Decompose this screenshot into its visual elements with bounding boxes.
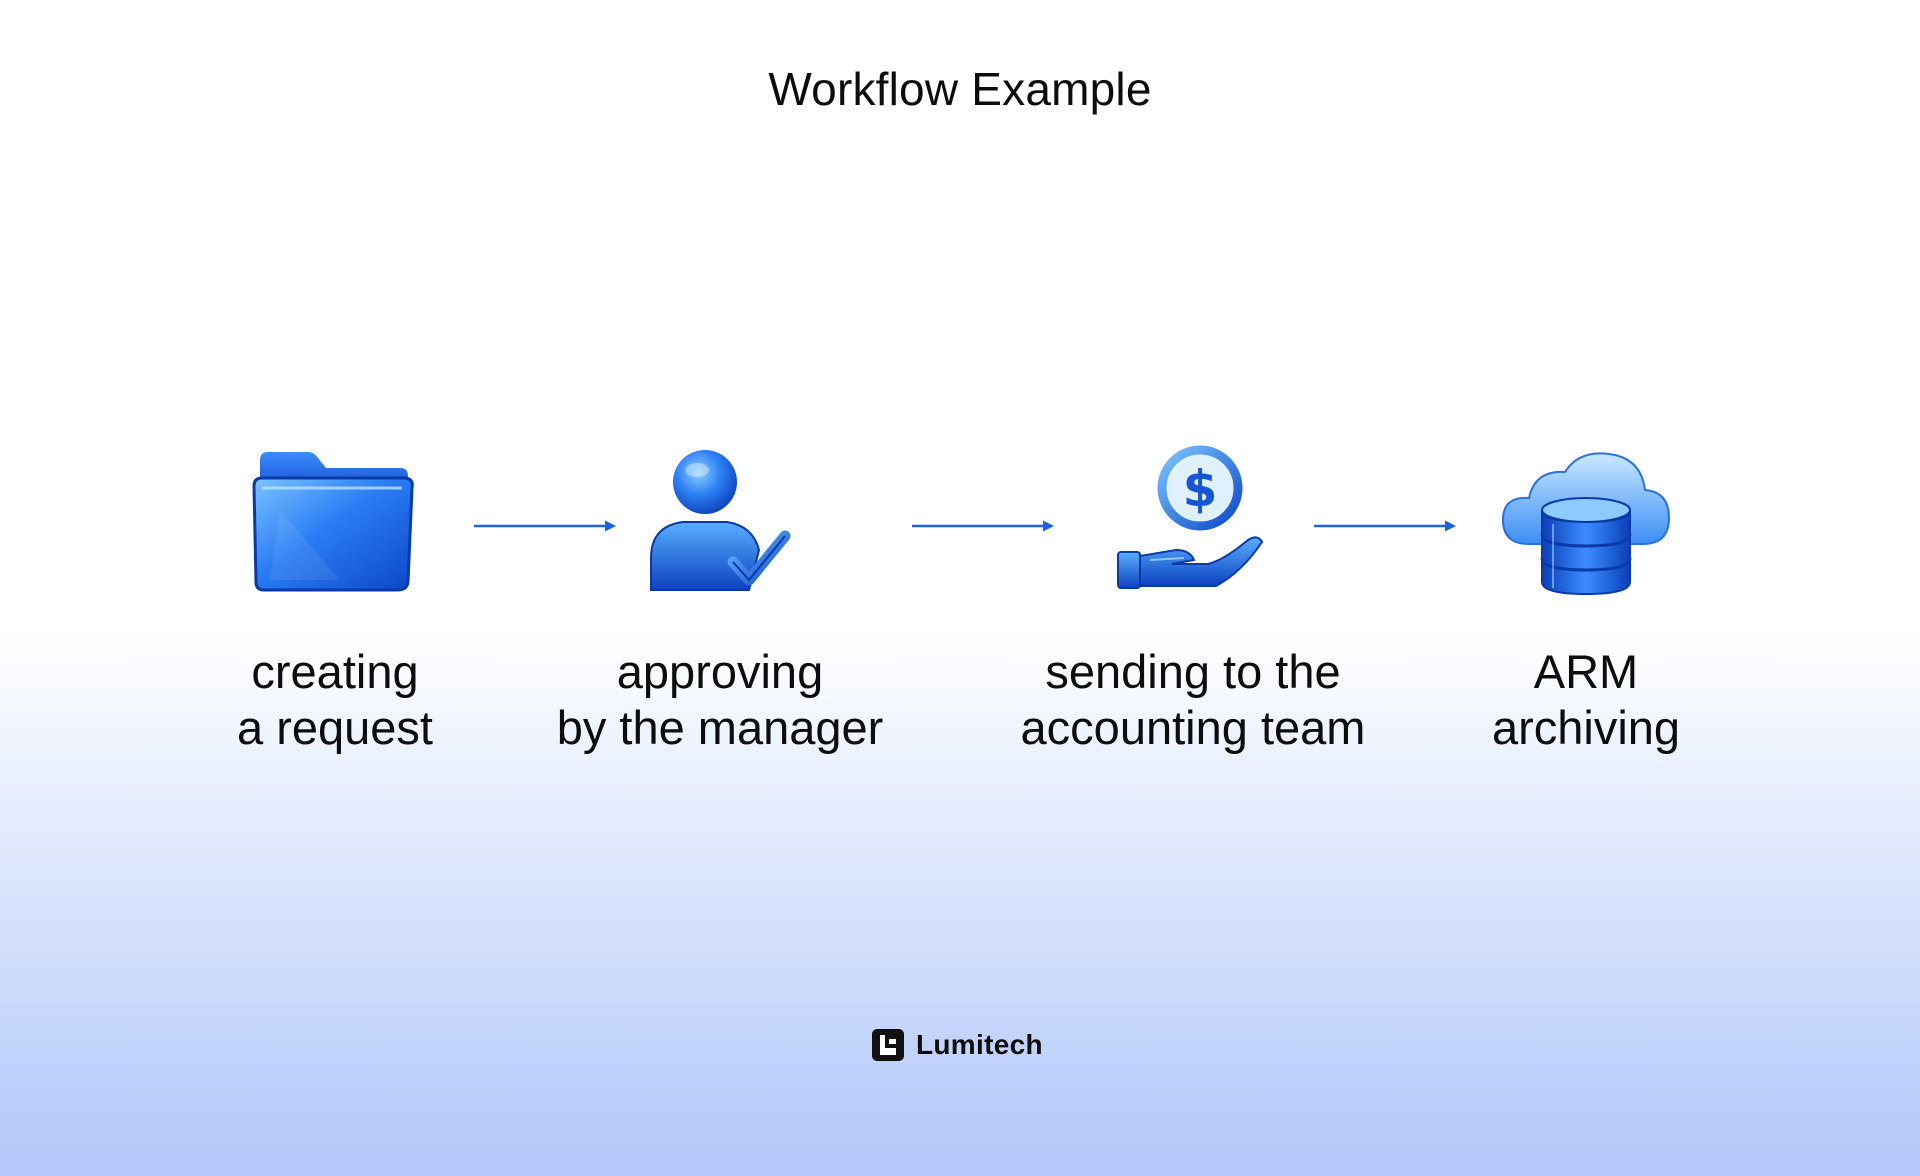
- hand-dollar-icon: $: [1098, 440, 1288, 600]
- brand-name: Lumitech: [916, 1029, 1043, 1060]
- step-sending-accounting: $ sending to the accounting team: [973, 440, 1413, 756]
- lumitech-logo-icon: [872, 1029, 904, 1061]
- flow-arrow: [474, 518, 616, 534]
- step-approving-manager: approving by the manager: [500, 440, 940, 756]
- step-label: ARM archiving: [1491, 645, 1681, 754]
- cloud-database-icon: [1491, 440, 1681, 600]
- brand: Lumitech: [872, 1028, 1043, 1062]
- flow-arrow: [912, 518, 1054, 534]
- step-label: approving by the manager: [556, 645, 884, 754]
- folder-icon: [240, 440, 430, 600]
- step-creating-request: creating a request: [115, 440, 555, 756]
- svg-text:$: $: [1183, 460, 1218, 518]
- step-label: creating a request: [237, 645, 433, 754]
- user-check-icon: [625, 440, 815, 600]
- flow-arrow: [1314, 518, 1456, 534]
- step-arm-archiving: ARM archiving: [1366, 440, 1806, 756]
- step-label: sending to the accounting team: [1020, 645, 1366, 754]
- page-title: Workflow Example: [768, 63, 1152, 115]
